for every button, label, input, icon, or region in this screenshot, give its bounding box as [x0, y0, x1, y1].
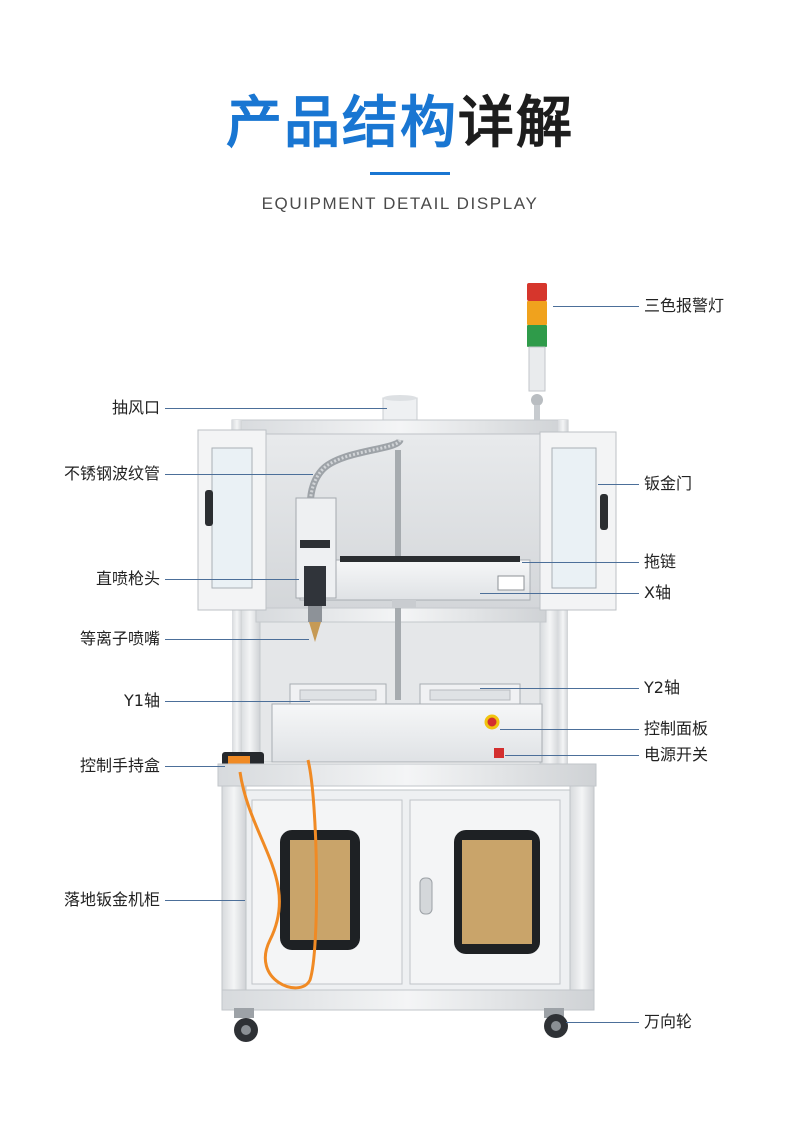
- callout-y2: Y2轴: [644, 678, 680, 697]
- y2-axis-icon: [419, 683, 521, 707]
- callout-cabinet: 落地钣金机柜: [63, 890, 160, 909]
- leader-drag-chain: [522, 562, 639, 563]
- callout-x: X轴: [644, 583, 671, 602]
- callout-power: 电源开关: [644, 745, 709, 764]
- callout-spray-head: 直喷枪头: [95, 569, 160, 588]
- callout-handheld: 控制手持盒: [79, 756, 160, 775]
- leader-spray-head: [165, 579, 299, 580]
- callout-door: 钣金门: [644, 474, 693, 493]
- callout-caster: 万向轮: [644, 1012, 693, 1031]
- sheet-metal-door-icon: [539, 431, 617, 611]
- floor-cabinet-icon: [217, 763, 597, 1011]
- leader-exhaust: [165, 408, 387, 409]
- leader-power: [505, 755, 639, 756]
- callout-y1: Y1轴: [124, 691, 160, 710]
- y1-axis-icon: [289, 683, 387, 707]
- tower-light-icon: [527, 283, 547, 427]
- leader-plasma-nozzle: [165, 639, 309, 640]
- spray-head-icon: [295, 497, 337, 642]
- page-title-dark: 详解: [458, 91, 574, 156]
- leader-y1: [165, 701, 310, 702]
- title-underline: [370, 172, 450, 175]
- leader-handheld: [165, 766, 225, 767]
- leader-caster: [566, 1022, 639, 1023]
- callout-exhaust: 抽风口: [111, 398, 160, 417]
- leader-tower-light: [553, 306, 639, 307]
- callout-hose: 不锈钢波纹管: [63, 464, 160, 483]
- caster-icon: [234, 1008, 568, 1042]
- leader-panel: [500, 729, 639, 730]
- page-subtitle: EQUIPMENT DETAIL DISPLAY: [261, 194, 539, 213]
- leader-door: [598, 484, 639, 485]
- leader-hose: [165, 474, 313, 475]
- callout-plasma-nozzle: 等离子喷嘴: [79, 629, 160, 648]
- leader-x: [480, 593, 639, 594]
- page-title: 产品结构详解: [0, 88, 800, 160]
- callout-tower-light: 三色报警灯: [644, 296, 725, 315]
- leader-cabinet: [165, 900, 245, 901]
- header: 产品结构详解 EQUIPMENT DETAIL DISPLAY: [0, 0, 800, 240]
- cable-icon: [238, 759, 319, 990]
- leader-y2: [480, 688, 639, 689]
- left-door-icon: [197, 429, 267, 611]
- page-title-blue: 产品结构: [226, 91, 458, 156]
- control-panel-icon: [271, 703, 543, 763]
- callout-panel: 控制面板: [644, 719, 709, 738]
- callout-drag-chain: 拖链: [644, 552, 677, 571]
